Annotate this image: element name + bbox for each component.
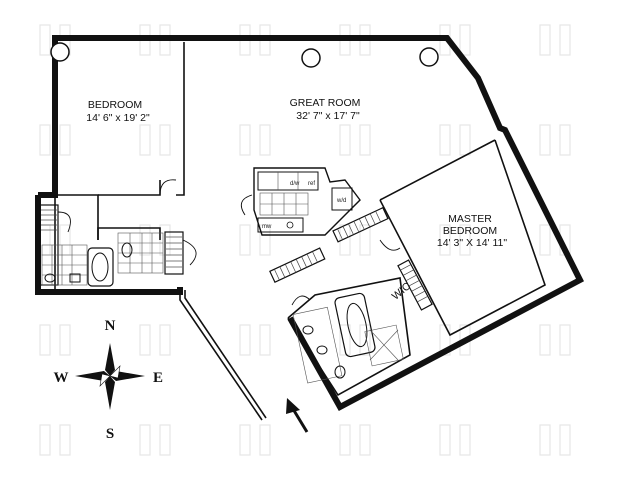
compass-north: N [105, 318, 116, 334]
dishwasher-label: d/w [290, 181, 300, 187]
left-bathroom [39, 204, 114, 287]
compass-east: E [153, 370, 163, 386]
compass-south: S [106, 426, 114, 442]
master-bedroom-name-2: BEDROOM [443, 225, 497, 237]
master-bedroom-name-1: MASTER [448, 213, 492, 225]
room-labels: BEDROOM 14' 6" x 19' 2" GREAT ROOM 32' 7… [86, 97, 507, 303]
columns [50, 42, 439, 68]
bedroom-size: 14' 6" x 19' 2" [86, 112, 150, 124]
powder-room [117, 231, 197, 275]
closets [269, 206, 433, 311]
bedroom-name: BEDROOM [88, 99, 142, 111]
master-bedroom-size: 14' 3" X 14' 11" [437, 237, 508, 249]
washer-dryer-label: w/d [336, 198, 346, 204]
exterior-walls [35, 35, 584, 421]
interior-walls [54, 42, 546, 397]
refrigerator-label: ref [308, 181, 315, 187]
master-bathroom [292, 292, 404, 384]
wic-label: WIC [390, 280, 414, 303]
compass-rose: N S E W [54, 318, 164, 442]
compass-west: W [54, 370, 69, 386]
great-room-name: GREAT ROOM [290, 97, 361, 109]
entrance-arrow [286, 398, 309, 433]
microwave-label: mw [262, 224, 272, 230]
kitchen: d/w ref w/d mw [253, 167, 361, 236]
great-room-size: 32' 7" x 17' 7" [296, 110, 360, 122]
door-swings [159, 179, 401, 306]
